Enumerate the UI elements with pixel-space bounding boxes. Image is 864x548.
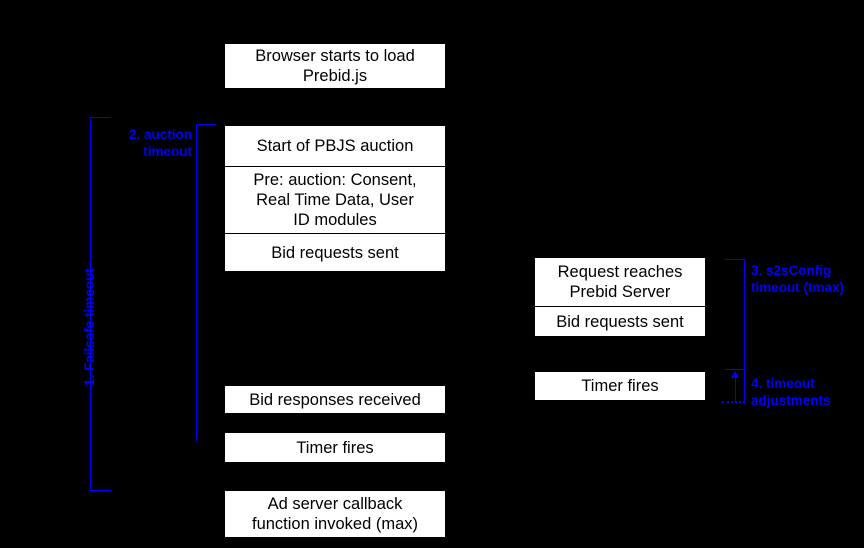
box-request-reaches-prebid-server: Request reaches Prebid Server (535, 258, 705, 306)
adjustments-arrow-head (731, 371, 739, 378)
auction-box-stack: Start of PBJS auction Pre: auction: Cons… (225, 126, 445, 271)
box-browser-starts-load-prebid: Browser starts to load Prebid.js (225, 44, 445, 88)
stack-divider (225, 233, 445, 234)
failsafe-bracket-top-tick (90, 117, 111, 118)
stack-divider (535, 306, 705, 307)
box-start-of-pbjs-auction: Start of PBJS auction (225, 126, 445, 166)
timeout-adjustments-label: 4. timeout adjustments (751, 376, 831, 408)
s2sconfig-timeout-label: 3. s2sConfig timeout (tmax) (751, 263, 845, 295)
box-bid-responses-received: Bid responses received (225, 386, 445, 413)
auction-bracket-top-tick (196, 124, 216, 125)
box-bid-requests-sent-client: Bid requests sent (225, 234, 445, 271)
adjustments-dotted-baseline (722, 401, 745, 403)
failsafe-timeout-label: 1. Failsafe timeout (82, 268, 97, 386)
box-pre-auction-modules: Pre: auction: Consent, Real Time Data, U… (225, 167, 445, 233)
s2sconfig-bracket-spine (744, 259, 745, 370)
s2sconfig-bracket-bottom-tick (724, 369, 745, 370)
server-box-stack: Request reaches Prebid Server Bid reques… (535, 258, 705, 336)
box-timer-fires-client: Timer fires (225, 433, 445, 462)
s2sconfig-bracket-top-tick (724, 259, 745, 260)
stack-divider (225, 166, 445, 167)
auction-timeout-label: 2. auction timeout (128, 127, 192, 159)
box-ad-server-callback: Ad server callback function invoked (max… (225, 491, 445, 537)
auction-bracket-spine (196, 124, 197, 441)
box-bid-requests-sent-server: Bid requests sent (535, 307, 705, 336)
adjustments-arrow-shaft (735, 378, 736, 401)
adjustments-bracket-spine (744, 369, 745, 402)
failsafe-bracket-spine (90, 117, 91, 491)
box-timer-fires-server: Timer fires (535, 372, 705, 400)
failsafe-bracket-bottom-tick (90, 490, 111, 491)
